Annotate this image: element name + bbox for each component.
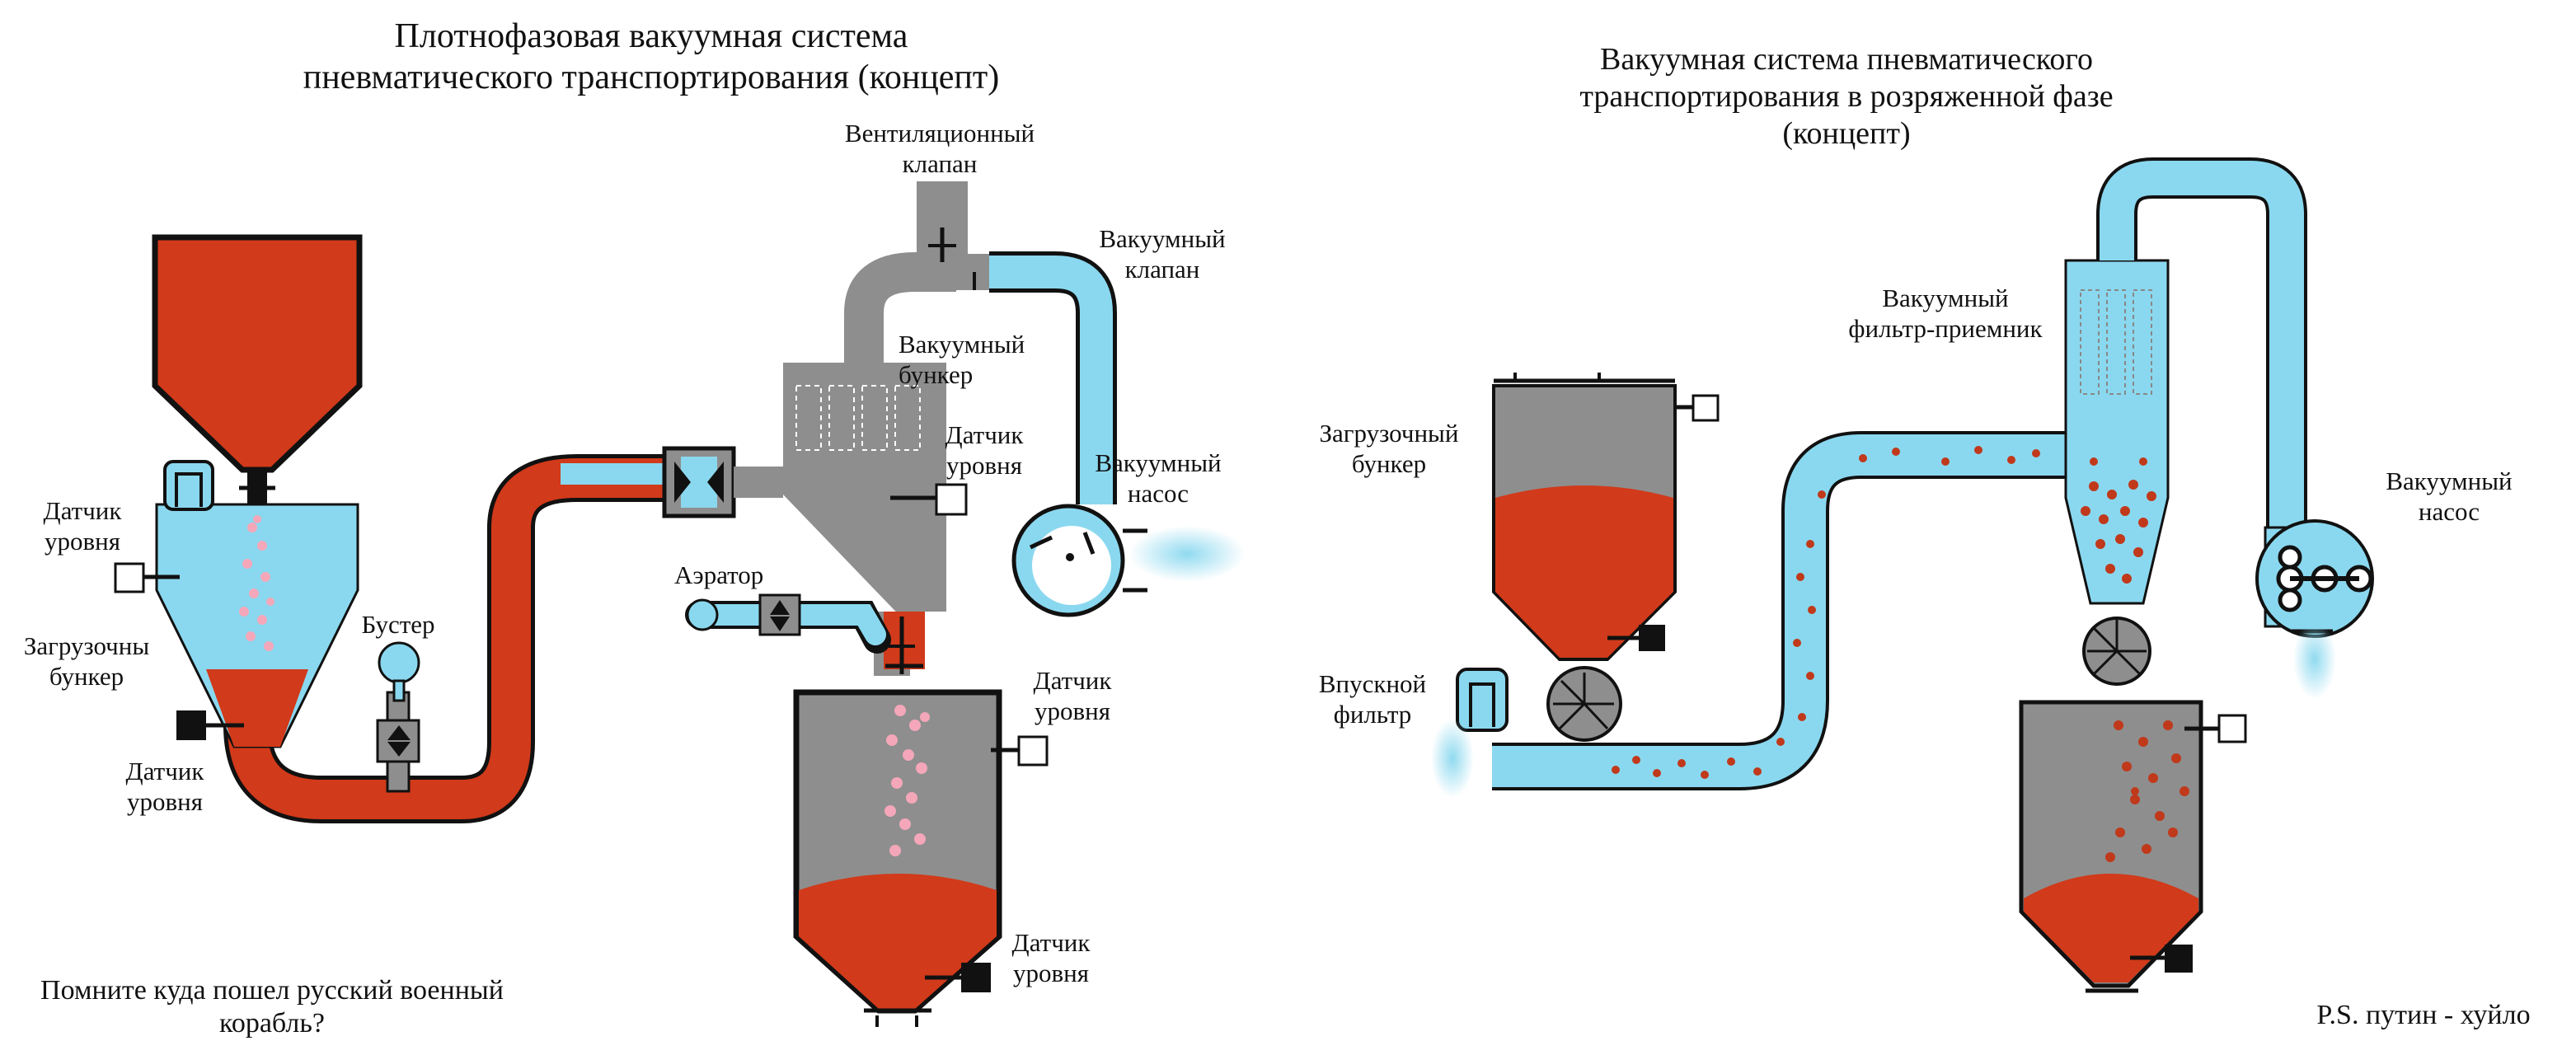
exhaust-puff-right <box>2293 620 2336 699</box>
right-title: Вакуумная система пневматического трансп… <box>1579 42 2114 151</box>
footer-note-right: P.S. путин - хуйло <box>2316 1000 2531 1030</box>
label-vacuum-pump-right: Вакуумный насос <box>2386 467 2513 526</box>
loading-hopper-material <box>206 669 308 747</box>
exhaust-puff-left <box>1129 526 1245 582</box>
label-level-sensor-left-top: Датчик уровня <box>43 496 122 556</box>
footer-note-left: Помните куда пошел русский военный кораб… <box>40 975 504 1039</box>
level-sensor-right-top <box>2217 714 2247 743</box>
filter-receiver-bags <box>2080 289 2152 395</box>
inlet-filter <box>1456 668 1509 732</box>
feed-silo <box>152 234 363 473</box>
level-sensor-right-bottom <box>2165 945 2193 973</box>
filter-receiver-particles <box>2081 457 2156 584</box>
level-sensor-receiver-bottom-box <box>961 963 991 992</box>
inlet-air-puff <box>1431 719 1474 798</box>
label-vacuum-pump-left: Вакуумный насос <box>1095 448 1222 508</box>
level-sensor-receiver-top-box <box>1017 735 1049 767</box>
receiver-right-particles <box>2105 720 2189 862</box>
level-sensor-left-top-box <box>114 562 145 593</box>
hopper-inlet-filter <box>163 460 214 511</box>
label-vacuum-hopper: Вакуумный бункер <box>899 330 1025 389</box>
level-sensor-left-bottom-box <box>176 710 206 740</box>
falling-particles-left <box>239 515 274 651</box>
booster-bulb <box>378 641 420 684</box>
level-sensor-mid-box <box>935 483 968 516</box>
vacuum-hopper-filter <box>795 385 921 451</box>
lean-phase-system <box>1431 157 2374 993</box>
vacuum-hopper <box>783 363 946 676</box>
dense-phase-system <box>114 181 1245 1027</box>
label-vacuum-valve: Вакуумный клапан <box>1099 224 1226 284</box>
label-loading-hopper-right: Загрузочный бункер <box>1319 419 1459 478</box>
level-sensor-right-hopper-top <box>1692 394 1720 422</box>
label-aerator: Аэратор <box>674 560 764 589</box>
label-booster: Бустер <box>361 610 435 639</box>
label-vent-valve: Вентиляционный клапан <box>844 119 1035 178</box>
label-level-sensor-receiver-bottom: Датчик уровня <box>1011 928 1091 987</box>
label-level-sensor-mid: Датчик уровня <box>945 420 1024 480</box>
lean-pipe-particles <box>1612 446 2040 779</box>
label-loading-hopper-left: Загрузочны бункер <box>23 631 150 691</box>
label-filter-receiver: Вакуумный фильтр-приемник <box>1848 284 2043 343</box>
falling-particles-receiver <box>884 705 930 856</box>
level-sensor-right-hopper-bottom <box>1639 625 1665 651</box>
receiver-material <box>799 874 997 1009</box>
filter-receiver <box>2064 259 2170 605</box>
label-level-sensor-left-bottom: Датчик уровня <box>125 757 204 816</box>
left-title: Плотнофазовая вакуумная система пневмати… <box>303 17 1000 96</box>
conveying-pipe-fill <box>228 458 696 819</box>
label-level-sensor-receiver-top: Датчик уровня <box>1033 666 1112 725</box>
label-inlet-filter: Впускной фильтр <box>1318 669 1427 729</box>
